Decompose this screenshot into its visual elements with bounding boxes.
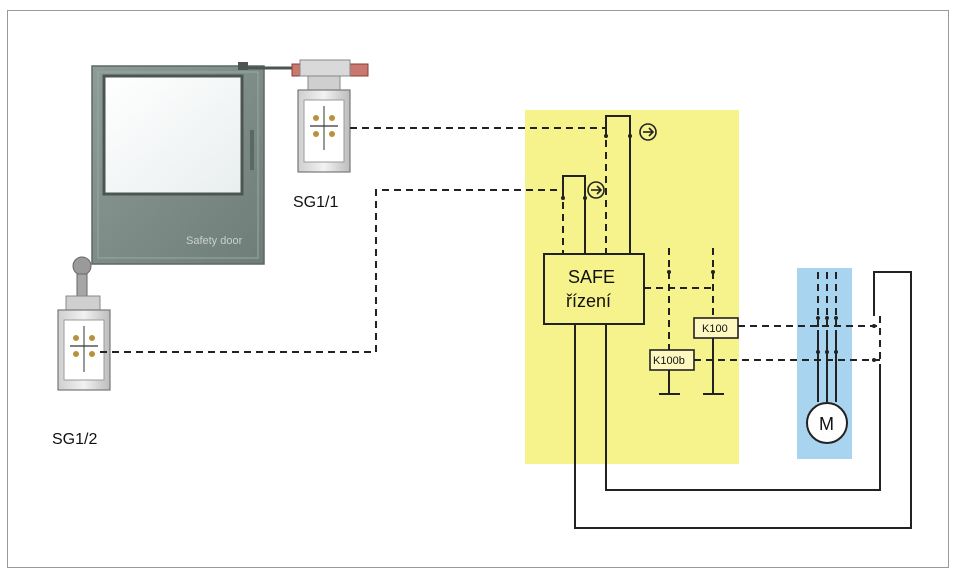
feedback-wires xyxy=(562,115,912,529)
safety-door: Safety door xyxy=(91,62,300,265)
controller-line2: řízení xyxy=(566,291,611,311)
switch-left-label: SG1/2 xyxy=(52,431,97,448)
roller-lever-icon xyxy=(72,256,92,299)
door-handle[interactable] xyxy=(250,130,254,170)
limit-switch-icon xyxy=(291,59,369,173)
switch-top-label: SG1/1 xyxy=(293,194,338,211)
motor-label: M xyxy=(819,414,834,434)
contactor-2-label: K100b xyxy=(653,355,685,367)
arrow-circle-icon xyxy=(639,123,657,141)
safe-controller: SAFE řízení xyxy=(543,253,645,325)
contactor-k100b: K100b xyxy=(649,349,695,371)
signal-wires xyxy=(100,127,881,368)
limit-switch-icon xyxy=(57,295,111,391)
contactor-k100: K100 xyxy=(693,317,739,339)
arrow-circle-icon xyxy=(587,181,605,199)
door-label: Safety door xyxy=(186,235,243,247)
controller-line1: SAFE xyxy=(568,267,615,287)
motor-icon: M xyxy=(806,402,848,444)
contactor-1-label: K100 xyxy=(702,323,728,335)
contact-points xyxy=(561,134,876,362)
